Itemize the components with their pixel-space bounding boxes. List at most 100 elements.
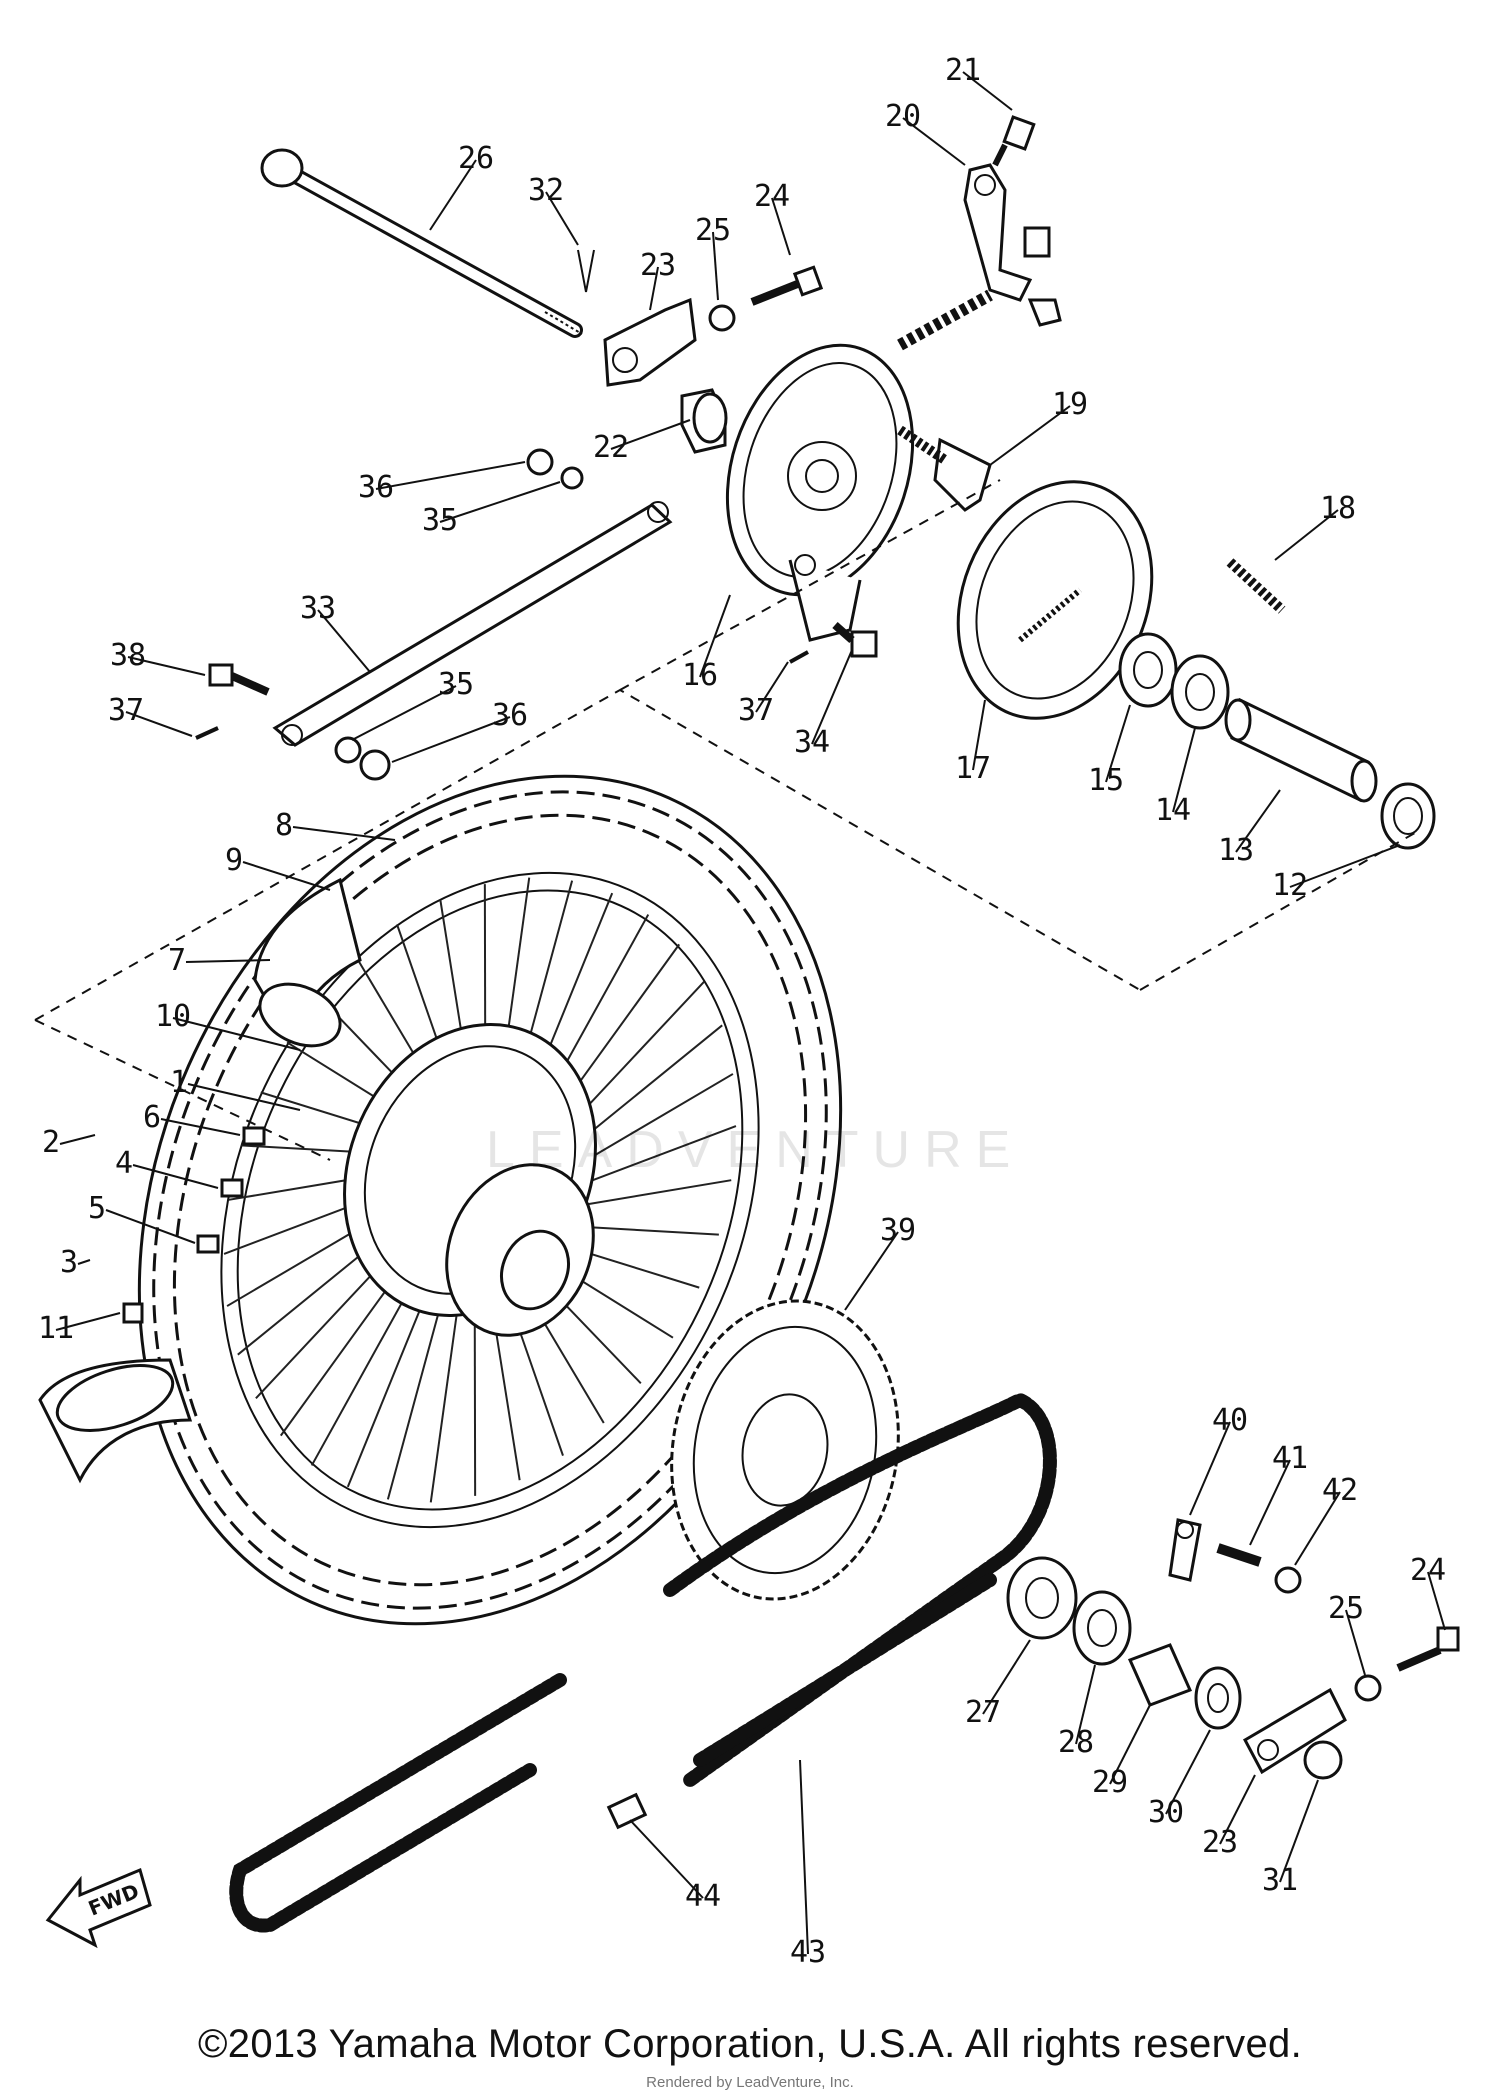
assembly-outline	[34, 479, 1421, 1161]
callout-41: 41	[1272, 1441, 1308, 1476]
hub-nut-5	[196, 1234, 220, 1254]
leader-line	[1109, 1704, 1151, 1785]
leader-line	[1075, 1664, 1096, 1745]
cotter-pin	[577, 249, 595, 293]
callout-38: 38	[110, 638, 146, 673]
chain-tensioner-40	[1168, 1518, 1202, 1582]
callout-15: 15	[1088, 763, 1124, 798]
callout-25: 25	[1328, 1591, 1364, 1626]
watermark: LEADVENTURE	[486, 1121, 1025, 1179]
rear-axle	[260, 148, 583, 338]
leader-line	[242, 861, 331, 891]
callout-36: 36	[492, 698, 528, 733]
callout-6: 6	[143, 1100, 161, 1135]
leader-line	[982, 1639, 1031, 1715]
callout-8: 8	[275, 808, 293, 843]
spacer-13	[1224, 697, 1378, 803]
washer-35-bottom	[334, 736, 362, 764]
nut-36-top	[526, 448, 554, 476]
leader-line	[962, 71, 1013, 111]
callout-21: 21	[945, 53, 981, 88]
leader-line	[1219, 1774, 1256, 1845]
return-spring	[1226, 558, 1286, 614]
leader-line	[844, 1231, 899, 1311]
leader-line	[799, 1759, 809, 1955]
leader-line	[59, 1134, 96, 1145]
callout-14: 14	[1155, 793, 1191, 828]
leader-line	[610, 419, 691, 450]
leader-line	[1172, 727, 1196, 813]
collar	[680, 388, 728, 454]
leader-line	[1345, 1609, 1366, 1676]
callout-24: 24	[754, 179, 790, 214]
chain-puller-top	[603, 297, 697, 387]
callout-25: 25	[695, 213, 731, 248]
leader-line	[712, 231, 719, 301]
leader-line	[1274, 509, 1339, 561]
leader-line	[1289, 844, 1401, 888]
hub-nut-4	[220, 1178, 244, 1198]
nut-36-bottom	[359, 749, 391, 781]
leader-line	[375, 461, 526, 490]
callout-17: 17	[955, 751, 991, 786]
chain-joint	[606, 1792, 648, 1830]
rear-sprocket	[670, 1299, 900, 1601]
callout-40: 40	[1212, 1403, 1248, 1438]
brake-camshaft	[897, 425, 992, 512]
leader-line	[1249, 1459, 1291, 1546]
callout-35: 35	[422, 503, 458, 538]
pin-41	[1216, 1543, 1262, 1567]
callout-20: 20	[885, 99, 921, 134]
callout-3: 3	[60, 1245, 78, 1280]
leader-line	[972, 699, 986, 771]
leader-line	[125, 711, 193, 737]
leader-line	[127, 656, 206, 676]
callout-2: 2	[42, 1125, 60, 1160]
callout-33: 33	[300, 591, 336, 626]
callout-11: 11	[38, 1311, 74, 1346]
callout-27: 27	[965, 1695, 1001, 1730]
cotter-pin-37-left	[195, 726, 219, 740]
render-note: Rendered by LeadVenture, Inc.	[646, 2074, 854, 2091]
callout-30: 30	[1148, 1795, 1184, 1830]
callout-22: 22	[593, 430, 629, 465]
callout-23: 23	[1202, 1825, 1238, 1860]
callout-37: 37	[108, 693, 144, 728]
washer-35-top	[560, 466, 584, 490]
copyright-notice: ©2013 Yamaha Motor Corporation, U.S.A. A…	[198, 2022, 1302, 2066]
leader-line	[699, 594, 731, 678]
callout-35: 35	[438, 667, 474, 702]
leader-line	[1165, 1729, 1211, 1815]
leader-line	[439, 481, 561, 523]
leader-line	[391, 716, 511, 763]
brake-shoe-plate	[725, 343, 915, 642]
bolt-34	[832, 622, 878, 658]
oil-seal-28	[1072, 1590, 1132, 1666]
leader-line	[105, 1209, 196, 1244]
callout-16: 16	[682, 658, 718, 693]
callout-26: 26	[458, 141, 494, 176]
leader-line	[1235, 789, 1281, 853]
callout-19: 19	[1052, 387, 1088, 422]
callout-39: 39	[880, 1213, 916, 1248]
callout-37: 37	[738, 693, 774, 728]
leader-line	[1105, 704, 1131, 783]
callout-10: 10	[155, 999, 191, 1034]
callout-43: 43	[790, 1935, 826, 1970]
callout-5: 5	[88, 1191, 106, 1226]
leader-line	[545, 191, 579, 246]
leader-line	[902, 117, 966, 166]
callout-23: 23	[640, 248, 676, 283]
callout-44: 44	[685, 1879, 721, 1914]
leader-line	[55, 1312, 121, 1331]
leader-line	[292, 826, 396, 841]
tension-bar	[272, 501, 673, 747]
leader-line	[185, 959, 271, 963]
leader-line	[1189, 1421, 1231, 1516]
adjust-bolt-top	[750, 265, 824, 306]
leader-lines	[55, 71, 1446, 1955]
leader-line	[77, 1259, 91, 1265]
leader-line	[771, 197, 791, 256]
